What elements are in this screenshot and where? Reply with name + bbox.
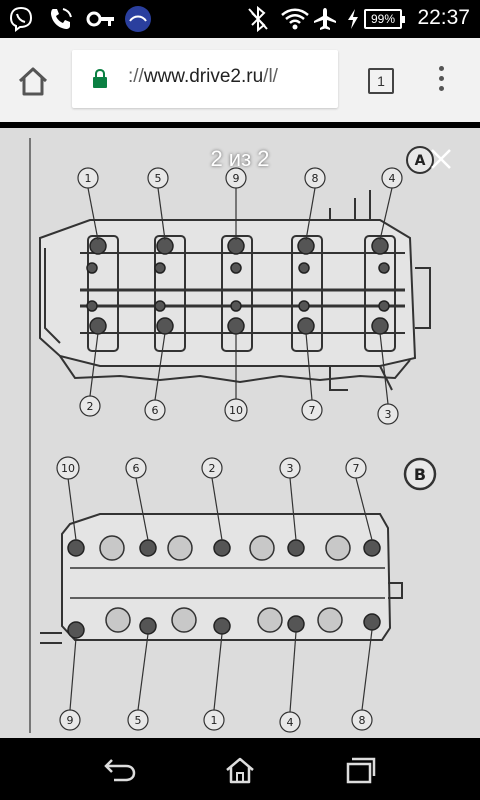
- bolt-number: 8: [312, 172, 319, 185]
- battery-indicator: 99%: [364, 9, 405, 29]
- bolt-number: 9: [67, 714, 74, 727]
- recents-icon[interactable]: [342, 756, 378, 784]
- close-icon[interactable]: [426, 144, 456, 174]
- back-icon[interactable]: [102, 756, 138, 784]
- status-bar: 99% 22:37: [0, 0, 480, 38]
- bolt-number: 2: [209, 462, 216, 475]
- key-icon: [86, 11, 114, 27]
- browser-toolbar: ://www.drive2.ru/l/ 1: [0, 38, 480, 122]
- top-view-bolts: [86, 237, 390, 335]
- system-navigation-bar: [0, 738, 480, 800]
- bolt-number: 9: [233, 172, 240, 185]
- home-icon[interactable]: [16, 64, 50, 98]
- view-label-a-circle: [406, 146, 434, 174]
- wifi-icon: [281, 8, 309, 30]
- address-bar[interactable]: ://www.drive2.ru/l/: [72, 50, 338, 108]
- cylinder-head-diagram: 1 5 9 8 4 2 6 10 7 3 A: [0, 128, 480, 738]
- bolt-number: 6: [133, 462, 140, 475]
- bolt-number: 5: [155, 172, 162, 185]
- overflow-menu-icon[interactable]: [437, 66, 445, 96]
- bolt-number: 6: [152, 404, 159, 417]
- bolt-number: 2: [87, 400, 94, 413]
- viber-icon: [9, 6, 33, 32]
- url-text: ://www.drive2.ru/l/: [128, 66, 334, 88]
- view-label-b-circle: [403, 457, 437, 491]
- top-view-numbers: 1 5 9 8 4 2 6 10 7 3: [77, 167, 403, 425]
- bolt-number: 1: [211, 714, 218, 727]
- view-label-a: A: [415, 153, 426, 169]
- charging-icon: [348, 9, 358, 29]
- bolt-number: 4: [287, 716, 294, 729]
- app-icon: [125, 6, 151, 32]
- bolt-number: 7: [309, 404, 316, 417]
- home-nav-icon[interactable]: [222, 756, 258, 784]
- clock: 22:37: [417, 6, 470, 29]
- engine-diagram-image[interactable]: 1 5 9 8 4 2 6 10 7 3 A: [0, 128, 480, 738]
- bottom-view-valves: [99, 535, 351, 633]
- phone-icon: [51, 8, 72, 29]
- bolt-number: 1: [85, 172, 92, 185]
- bolt-number: 4: [389, 172, 396, 185]
- tab-switcher-button[interactable]: 1: [368, 68, 394, 94]
- bluetooth-off-icon: [248, 6, 268, 32]
- url-path: /l/: [263, 66, 278, 87]
- bolt-number: 10: [61, 462, 75, 475]
- bolt-number: 3: [287, 462, 294, 475]
- bolt-number: 3: [385, 408, 392, 421]
- url-scheme: ://: [128, 66, 144, 87]
- bolt-number: 8: [359, 714, 366, 727]
- image-counter: 2 из 2: [210, 146, 270, 171]
- bolt-number: 5: [135, 714, 142, 727]
- bolt-number: 10: [229, 404, 243, 417]
- image-viewer: 1 5 9 8 4 2 6 10 7 3 A: [0, 122, 480, 738]
- bolt-number: 7: [353, 462, 360, 475]
- top-view: [39, 190, 431, 391]
- bottom-view-bolts: [67, 539, 381, 639]
- view-label-b: B: [414, 465, 426, 484]
- bottom-view-numbers: 10 6 2 3 7 9 5 1 4 8: [56, 456, 373, 733]
- url-host: www.drive2.ru: [143, 66, 264, 87]
- airplane-icon: [314, 8, 336, 30]
- lock-icon: [93, 69, 107, 88]
